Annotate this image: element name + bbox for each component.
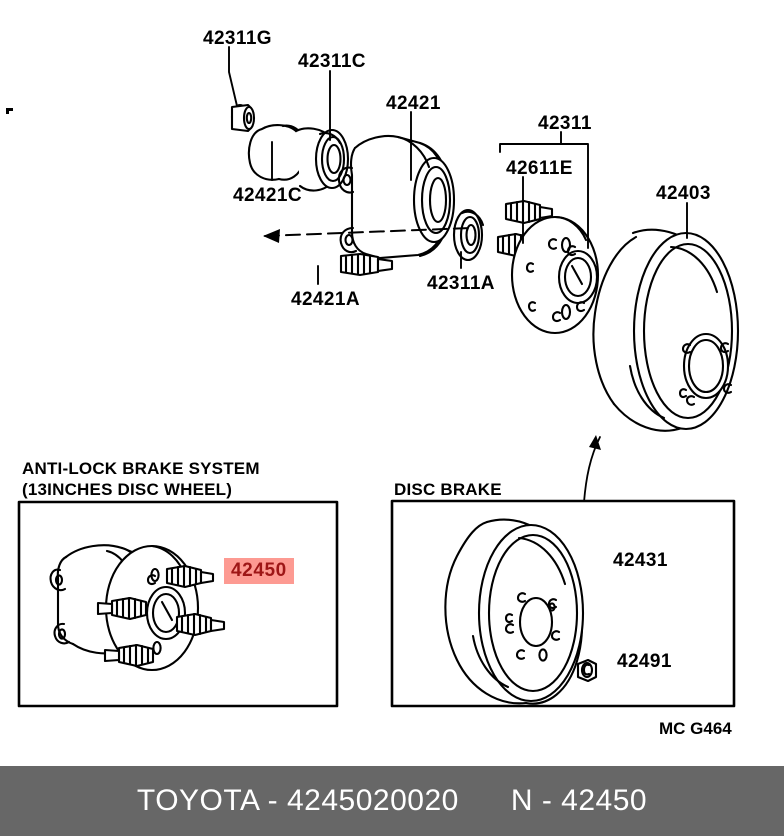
part-label-42421A: 42421A [291,289,360,310]
part-label-42311C: 42311C [298,51,366,72]
footer-brand-part-number: TOYOTA - 4245020020 [136,784,459,817]
part-label-42421: 42421 [386,93,441,114]
part-label-42403: 42403 [656,183,711,204]
part-label-42611E: 42611E [506,158,573,179]
registration-mark-tail [6,111,9,114]
mc-code: MC G464 [659,719,732,738]
part-label-42311A: 42311A [427,273,495,294]
part-label-42431: 42431 [613,550,668,571]
footer-bar: TOYOTA - 4245020020 N - 42450 [0,766,784,836]
footer-code: N - 42450 [510,784,648,817]
part-label-42491: 42491 [617,651,672,672]
abs-box-title-line1: ANTI-LOCK BRAKE SYSTEM [22,459,260,478]
part-label-42311: 42311 [538,113,592,134]
abs-box-title-line2: (13INCHES DISC WHEEL) [22,480,233,499]
registration-mark [6,108,13,111]
part-label-42450-highlighted[interactable]: 42450 [224,558,294,584]
part-label-42311G: 42311G [203,28,272,49]
disc-brake-box-title: DISC BRAKE [394,480,502,499]
part-label-42421C: 42421C [233,185,302,206]
